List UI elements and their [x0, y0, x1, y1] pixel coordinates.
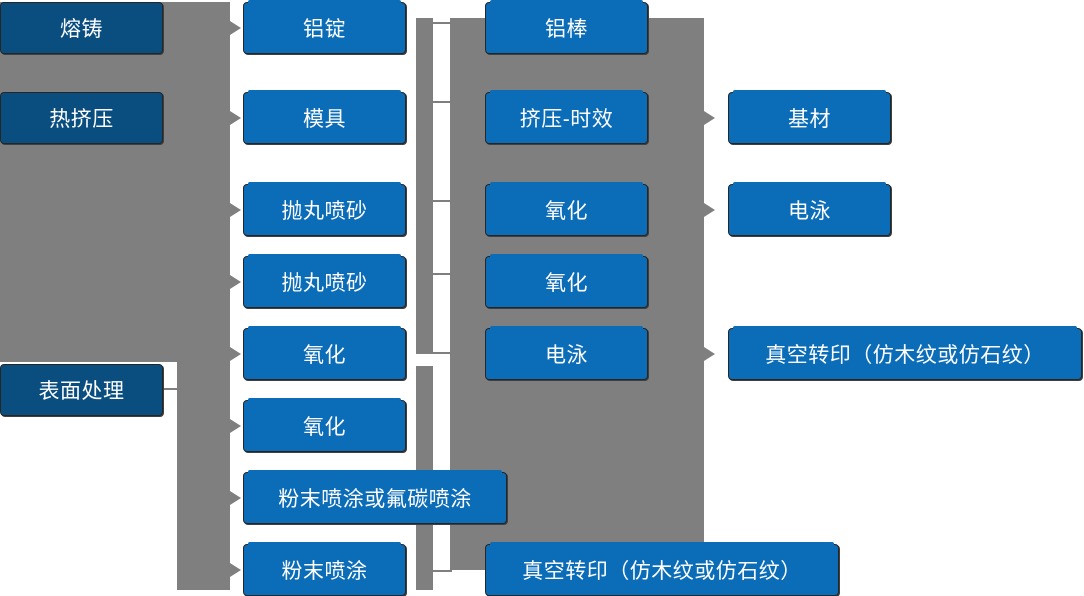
- process-label-c4-3: 真空转印（仿木纹或仿石纹）: [765, 344, 1045, 367]
- process-label-c2-7: 粉末喷涂或氟碳喷涂: [278, 488, 472, 511]
- process-box-c2-6[interactable]: 氧化: [243, 398, 406, 452]
- process-box-c2-3[interactable]: 抛丸喷砂: [243, 182, 406, 236]
- stem-surface-to-trunk: [164, 388, 184, 390]
- process-box-c2-5[interactable]: 氧化: [243, 326, 406, 380]
- process-box-c4-2[interactable]: 电泳: [728, 182, 891, 236]
- process-label-c3-4: 氧化: [545, 272, 588, 295]
- stage-label-extrude: 热挤压: [49, 108, 114, 131]
- process-box-c3-3[interactable]: 氧化: [485, 182, 648, 236]
- mid-tick-1: [433, 22, 452, 24]
- process-box-c3-4[interactable]: 氧化: [485, 254, 648, 308]
- arrow-to-c4-1: [704, 111, 715, 125]
- process-box-c3-1[interactable]: 铝棒: [485, 0, 648, 54]
- process-label-c2-2: 模具: [303, 108, 346, 131]
- arrow-to-c4-3: [704, 347, 715, 361]
- process-box-c2-1[interactable]: 铝锭: [243, 0, 406, 54]
- arrow-to-c2-3: [230, 203, 241, 217]
- process-label-c2-8: 粉末喷涂: [281, 560, 368, 583]
- stage-box-surface[interactable]: 表面处理: [0, 364, 163, 416]
- arrow-to-c2-7: [230, 491, 241, 505]
- arrow-to-c2-6: [230, 419, 241, 433]
- process-label-c2-1: 铝锭: [303, 18, 346, 41]
- process-label-c2-5: 氧化: [303, 344, 346, 367]
- mid-bar-upper: [416, 18, 433, 354]
- stage-box-extrude[interactable]: 热挤压: [0, 92, 163, 144]
- process-label-c3-5: 电泳: [545, 344, 588, 367]
- mid-tick-3: [433, 200, 452, 202]
- left-trunk-lower: [177, 362, 230, 590]
- process-box-c3-2[interactable]: 挤压-时效: [485, 90, 648, 144]
- arrow-to-c2-5: [230, 347, 241, 361]
- process-label-c3-3: 氧化: [545, 200, 588, 223]
- arrow-down-to-surface: [73, 331, 87, 341]
- mid-tick-4: [433, 273, 452, 275]
- process-box-c4-1[interactable]: 基材: [728, 90, 891, 144]
- arrow-to-c2-4: [230, 275, 241, 289]
- arrow-down-melting-to-extrude: [73, 71, 87, 81]
- mid-tick-5: [433, 352, 452, 354]
- stage-label-surface: 表面处理: [38, 380, 125, 403]
- left-trunk-upper: [0, 2, 230, 362]
- arrow-to-c2-1: [230, 21, 241, 35]
- process-box-c4-3[interactable]: 真空转印（仿木纹或仿石纹）: [728, 326, 1082, 380]
- process-box-c3-6[interactable]: 真空转印（仿木纹或仿石纹）: [485, 542, 839, 596]
- process-label-c4-2: 电泳: [788, 200, 831, 223]
- process-label-c2-6: 氧化: [303, 416, 346, 439]
- process-label-c3-1: 铝棒: [545, 18, 588, 41]
- process-label-c3-2: 挤压-时效: [519, 108, 614, 131]
- process-box-c2-8[interactable]: 粉末喷涂: [243, 542, 406, 596]
- mid-tick-6: [433, 570, 452, 572]
- process-box-c2-4[interactable]: 抛丸喷砂: [243, 254, 406, 308]
- process-label-c2-3: 抛丸喷砂: [281, 200, 368, 223]
- arrow-to-c2-2: [230, 111, 241, 125]
- process-box-c2-7[interactable]: 粉末喷涂或氟碳喷涂: [243, 470, 507, 524]
- process-label-c2-4: 抛丸喷砂: [281, 272, 368, 295]
- mid-tick-2: [433, 101, 452, 103]
- arrow-to-c2-8: [230, 563, 241, 577]
- process-label-c4-1: 基材: [788, 108, 831, 131]
- process-box-c3-5[interactable]: 电泳: [485, 326, 648, 380]
- process-label-c3-6: 真空转印（仿木纹或仿石纹）: [522, 560, 802, 583]
- stage-box-melting[interactable]: 熔铸: [0, 2, 163, 54]
- stage-label-melting: 熔铸: [60, 18, 103, 41]
- process-box-c2-2[interactable]: 模具: [243, 90, 406, 144]
- arrow-to-c4-2: [704, 203, 715, 217]
